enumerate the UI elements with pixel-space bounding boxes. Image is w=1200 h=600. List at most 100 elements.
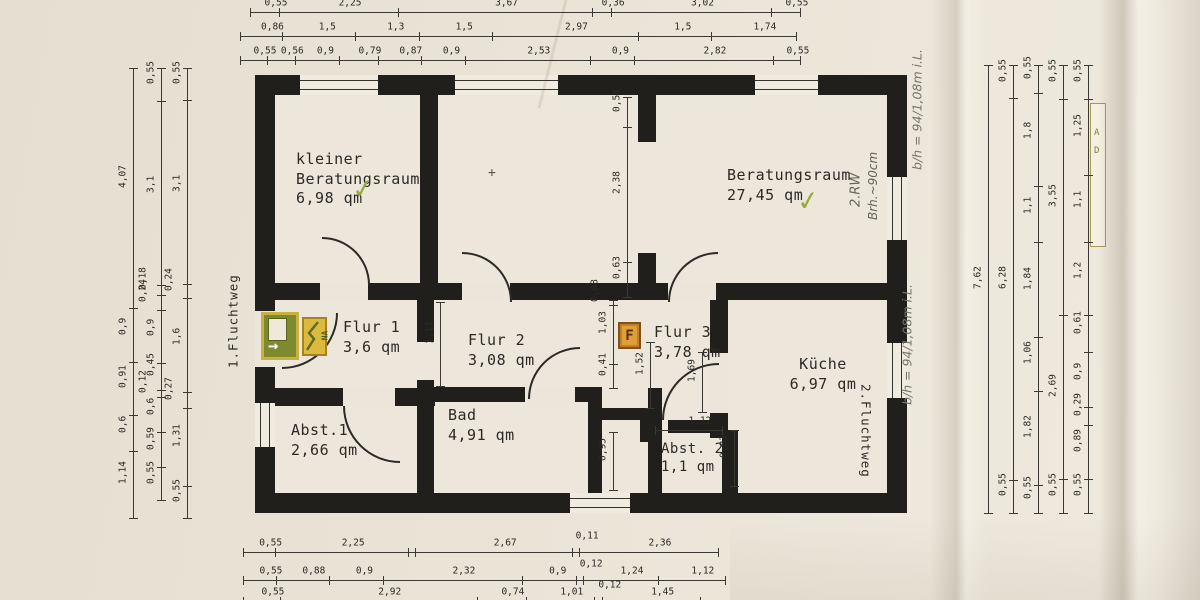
- room-name-line1: kleiner: [296, 150, 363, 168]
- dimension-line: [988, 65, 989, 513]
- dimension-line: [613, 432, 614, 490]
- dimension-tick: [1034, 391, 1043, 393]
- wall: [668, 420, 720, 433]
- window: [887, 343, 907, 398]
- dimension-tick: [398, 8, 400, 17]
- dimension-tick: [646, 342, 655, 343]
- room-label-abst1: Abst.1 2,66 qm: [291, 421, 358, 460]
- dimension-line: [1088, 65, 1089, 513]
- dimension-tick: [1084, 315, 1093, 317]
- dimension-tick: [583, 576, 585, 585]
- wall: [648, 388, 662, 493]
- room-area: 3,08 qm: [468, 350, 535, 369]
- door-opening: [320, 283, 368, 300]
- emergency-route-na-icon: NA: [302, 317, 330, 356]
- dimension-tick: [355, 32, 357, 41]
- dimension-tick: [1084, 65, 1093, 66]
- room-label-kueche: Küche 6,97 qm: [778, 355, 868, 394]
- dimension-tick: [718, 548, 719, 557]
- room-name: Bad: [448, 406, 477, 424]
- dimension-tick: [243, 576, 244, 585]
- dimension-tick: [800, 8, 801, 17]
- dimension-tick: [1059, 513, 1068, 514]
- dimension-tick: [623, 261, 632, 263]
- window: [755, 75, 818, 95]
- dimension-tick: [276, 576, 277, 585]
- dimension-tick: [129, 308, 138, 310]
- dimension-tick: [1034, 484, 1043, 486]
- dimension-tick: [183, 408, 192, 410]
- wall: [588, 388, 602, 493]
- room-label-flur1: Flur 1 3,6 qm: [343, 318, 400, 357]
- dimension-tick: [294, 56, 296, 65]
- dimension-tick: [1059, 479, 1068, 481]
- dimension-line: [613, 300, 614, 388]
- dimension-tick: [1084, 407, 1093, 409]
- dimension-tick: [576, 576, 578, 585]
- dimension-tick: [1084, 174, 1093, 176]
- dimension-tick: [183, 392, 192, 394]
- dimension-line: [627, 97, 628, 297]
- dimension-tick: [183, 68, 192, 69]
- legend-letter: D: [1094, 146, 1100, 156]
- dimension-tick: [710, 32, 712, 41]
- dimension-tick: [157, 389, 166, 391]
- dimension-line: [187, 68, 188, 518]
- checkmark-icon: ✓: [349, 172, 377, 207]
- dimension-tick: [267, 56, 269, 65]
- paper-fold: [1098, 0, 1160, 600]
- dimension-tick: [722, 426, 723, 435]
- dimension-tick: [129, 450, 138, 452]
- room-label-beratungsraum: Beratungsraum 27,45 qm: [727, 166, 851, 205]
- dimension-tick: [183, 518, 192, 519]
- dimension-tick: [1034, 242, 1043, 244]
- dimension-tick: [698, 352, 707, 353]
- room-area: 6,98 qm: [296, 189, 363, 207]
- dimension-tick: [465, 56, 467, 65]
- dimension-tick: [611, 8, 613, 17]
- dimension-tick: [157, 500, 166, 501]
- dimension-tick: [157, 309, 166, 311]
- dimension-tick: [157, 68, 166, 69]
- room-label-kleiner-beratungsraum: kleiner Beratungsraum 6,98 qm: [296, 150, 420, 209]
- dimension-tick: [157, 396, 166, 398]
- dimension-tick: [415, 548, 417, 557]
- room-name: Küche: [799, 355, 847, 373]
- room-label-bad: Bad 4,91 qm: [448, 406, 515, 445]
- dimension-tick: [725, 576, 726, 585]
- dimension-tick: [436, 302, 445, 303]
- dimension-tick: [157, 467, 166, 469]
- dimension-line: [1063, 65, 1064, 513]
- wall: [602, 408, 648, 420]
- dimension-tick: [984, 513, 993, 514]
- room-area: 3,6 qm: [343, 337, 401, 356]
- dimension-tick: [1034, 513, 1043, 514]
- room-name: Beratungsraum: [727, 166, 851, 184]
- room-label-flur2: Flur 2 3,08 qm: [468, 331, 535, 370]
- room-area: 1,1 qm: [661, 459, 715, 476]
- dimension-tick: [243, 597, 244, 600]
- dimension-tick: [594, 597, 596, 600]
- paper-shadow-bottom-right: [730, 515, 1200, 600]
- room-name: Flur 2: [468, 331, 526, 349]
- dimension-tick: [655, 426, 656, 435]
- dimension-tick: [240, 32, 241, 41]
- dimension-tick: [609, 304, 618, 306]
- dimension-line: [440, 302, 441, 386]
- dimension-tick: [730, 430, 739, 431]
- room-label-flur3: Flur 3 3,78 qm: [654, 323, 721, 362]
- dimension-tick: [609, 432, 618, 433]
- dimension-tick: [1034, 93, 1043, 95]
- dimension-tick: [1034, 185, 1043, 187]
- dimension-tick: [1084, 479, 1093, 481]
- window: [887, 177, 907, 240]
- dimension-tick: [338, 56, 340, 65]
- dimension-tick: [592, 8, 594, 17]
- dimension-line: [250, 12, 800, 13]
- dimension-line: [655, 430, 722, 431]
- dimension-tick: [609, 300, 618, 301]
- dimension-tick: [796, 32, 797, 41]
- dimension-tick: [1084, 513, 1093, 514]
- paper-fold: [930, 0, 988, 600]
